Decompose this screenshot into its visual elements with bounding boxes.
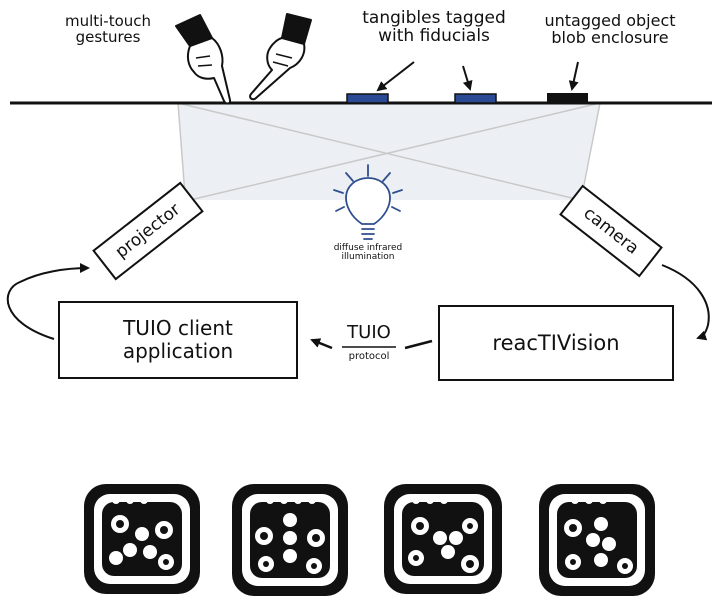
- tangibles-label: tangibles tagged with fiducials: [362, 8, 506, 46]
- untagged-pointer: [568, 61, 579, 91]
- fiducial-marker-icon: [84, 484, 200, 594]
- untagged-object: [547, 93, 588, 103]
- tuio-arrow-tail: [404, 339, 433, 350]
- client-to-projector-arrow: [6, 263, 90, 340]
- light-bulb-icon: [333, 164, 403, 240]
- projection-lines: [177, 102, 601, 201]
- pointing-hand-icon: [249, 13, 312, 101]
- fiducial-marker-icon: [384, 484, 502, 594]
- reactivision-label: reacTIVision: [492, 331, 620, 355]
- camera-to-reactivision-arrow: [661, 264, 710, 341]
- fiducial-marker-icon: [232, 484, 348, 596]
- tuio-client-label: TUIO client application: [122, 316, 234, 363]
- pointing-hand-icon: [175, 14, 232, 105]
- fiducial-tangible-1: [346, 93, 389, 104]
- tuio-label: TUIO: [347, 322, 391, 343]
- reactivision-box: reacTIVision: [438, 305, 674, 381]
- tuio-arrow-head: [310, 338, 333, 350]
- illumination-label: diffuse infrared illumination: [333, 243, 403, 263]
- protocol-label: protocol: [348, 351, 390, 362]
- tangibles-pointer-1: [376, 61, 415, 92]
- untagged-label: untagged object blob enclosure: [544, 11, 676, 47]
- fiducial-tangible-2: [454, 93, 497, 104]
- tangibles-pointer-2: [462, 65, 473, 91]
- tuio-client-box: TUIO client application: [58, 301, 298, 379]
- multi-touch-label: multi-touch gestures: [64, 12, 152, 46]
- fiducial-marker-icon: [539, 484, 655, 596]
